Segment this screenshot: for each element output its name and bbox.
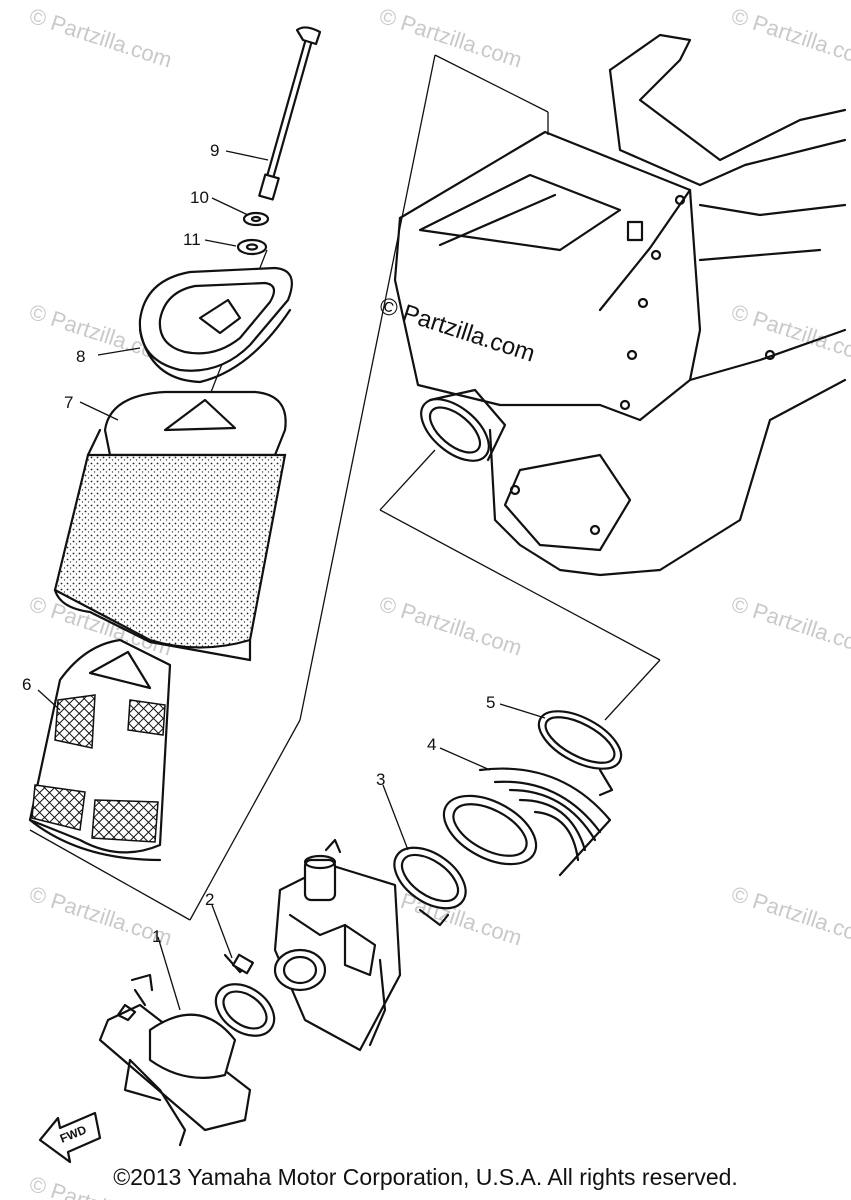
watermark: © Partzilla.com <box>376 3 525 73</box>
part-5-clamp <box>537 710 623 797</box>
part-7-foam-filter <box>53 390 287 662</box>
watermark: © Partzilla.com <box>728 591 851 661</box>
callout-leaders <box>37 150 546 1011</box>
part-11-washer <box>236 238 268 256</box>
copyright-notice: ©2013 Yamaha Motor Corporation, U.S.A. A… <box>113 1164 738 1190</box>
part-10-washer-hole <box>250 215 262 223</box>
callout-1: 1 <box>152 927 161 946</box>
watermark: © Partzilla.com <box>728 3 851 73</box>
part-2-clamp <box>214 953 276 1037</box>
watermark: © Partzilla.com <box>26 3 175 73</box>
part-11-washer-hole <box>245 243 259 251</box>
part-6-mesh-cage <box>28 638 172 862</box>
callout-8: 8 <box>76 347 85 366</box>
part-8-filter-cap <box>138 266 293 384</box>
callout-11: 11 <box>183 230 201 249</box>
callout-4: 4 <box>427 735 436 754</box>
part-4-joint-boot <box>442 767 612 877</box>
part-9-rod <box>258 26 322 201</box>
callout-5: 5 <box>486 693 495 712</box>
callout-6: 6 <box>22 675 31 694</box>
callout-7: 7 <box>64 393 73 412</box>
callout-9: 9 <box>210 141 219 160</box>
part-3-clamp <box>393 846 467 927</box>
callout-2: 2 <box>205 890 214 909</box>
carburetor <box>273 838 402 1052</box>
fwd-arrow: FWD <box>38 1111 102 1164</box>
callout-3: 3 <box>376 770 385 789</box>
air-box-housing <box>393 33 847 577</box>
watermark: © Partzilla.com <box>728 881 851 951</box>
part-10-washer <box>242 211 270 227</box>
callout-10: 10 <box>190 188 209 207</box>
watermark: © Partzilla.com <box>376 591 525 661</box>
part-1-manifold <box>98 973 252 1147</box>
